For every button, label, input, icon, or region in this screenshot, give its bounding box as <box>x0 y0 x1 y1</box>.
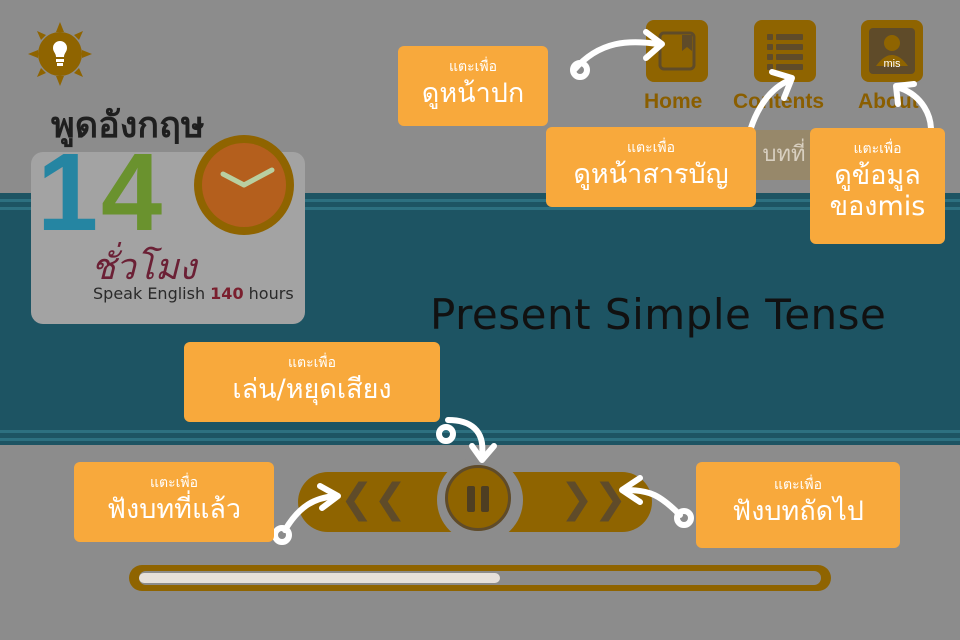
pause-icon <box>467 486 475 512</box>
list-icon <box>767 34 803 70</box>
logo-subtitle-prefix: Speak English <box>93 284 211 303</box>
pause-icon-bar-2 <box>481 486 489 512</box>
next-tip-note: แตะเพื่อ ฟังบทถัดไป <box>696 462 900 548</box>
profile-icon: mis <box>869 28 915 74</box>
home-tip-tap: แตะเพื่อ <box>448 59 498 75</box>
logo-subtitle-hours: 140 <box>210 284 244 303</box>
logo-subtitle-suffix: hours <box>243 284 294 303</box>
about-badge: mis <box>883 58 901 70</box>
app-logo: พูดอังกฤษ 1 4 ชั่วโมง Speak English 140 … <box>31 96 305 324</box>
home-label[interactable]: Home <box>644 90 703 113</box>
about-tip-text-1: ดูข้อมูล <box>834 160 921 191</box>
band-stripe-top-2 <box>0 207 960 210</box>
play-tip-tap: แตะเพื่อ <box>287 355 337 371</box>
contents-label[interactable]: Contents <box>733 90 824 113</box>
home-tip-text: ดูหน้าปก <box>421 78 525 109</box>
play-pause-button[interactable] <box>445 465 511 531</box>
contents-tip-text: ดูหน้าสารบัญ <box>573 159 729 190</box>
about-button[interactable]: mis <box>861 20 923 82</box>
bookmark-icon <box>658 31 696 71</box>
progress-track[interactable] <box>139 571 821 585</box>
band-stripe-top <box>0 199 960 202</box>
play-tip-text: เล่น/หยุดเสียง <box>232 374 392 405</box>
about-tip-text-2: ของmis <box>829 191 926 222</box>
contents-tip-note: แตะเพื่อ ดูหน้าสารบัญ <box>546 127 756 207</box>
next-tip-text: ฟังบทถัดไป <box>732 496 864 527</box>
home-tip-note: แตะเพื่อ ดูหน้าปก <box>398 46 548 126</box>
prev-tip-tap: แตะเพื่อ <box>149 475 199 491</box>
contents-button[interactable] <box>754 20 816 82</box>
double-chevron-right-icon: ❯❯ <box>560 476 628 522</box>
previous-button[interactable]: ❮❮ <box>340 469 407 529</box>
page-tab[interactable]: บทที่ <box>754 130 814 180</box>
double-chevron-left-icon: ❮❮ <box>340 476 408 522</box>
logo-digit-4: 4 <box>101 131 163 254</box>
contents-tip-tap: แตะเพื่อ <box>626 140 676 156</box>
next-button[interactable]: ❯❯ <box>560 469 627 529</box>
prev-tip-text: ฟังบทที่แล้ว <box>106 494 242 525</box>
logo-title: พูดอังกฤษ <box>51 105 205 146</box>
clock-icon <box>194 135 294 235</box>
band-stripe-bottom <box>0 430 960 433</box>
logo-digit-1: 1 <box>37 131 99 254</box>
band-stripe-bottom-2 <box>0 438 960 441</box>
progress-fill <box>139 573 500 583</box>
logo-subtitle: Speak English 140 hours <box>93 284 294 303</box>
about-tip-tap: แตะเพื่อ <box>853 141 902 157</box>
prev-tip-note: แตะเพื่อ ฟังบทที่แล้ว <box>74 462 274 542</box>
play-tip-note: แตะเพื่อ เล่น/หยุดเสียง <box>184 342 440 422</box>
about-tip-note: แตะเพื่อ ดูข้อมูล ของmis <box>810 128 945 244</box>
about-label[interactable]: About <box>858 90 919 113</box>
logo-script: ชั่วโมง <box>91 247 197 288</box>
home-button[interactable] <box>646 20 708 82</box>
lightbulb-icon[interactable] <box>28 22 92 86</box>
lesson-title: Present Simple Tense <box>430 290 887 339</box>
next-tip-tap: แตะเพื่อ <box>773 477 823 493</box>
